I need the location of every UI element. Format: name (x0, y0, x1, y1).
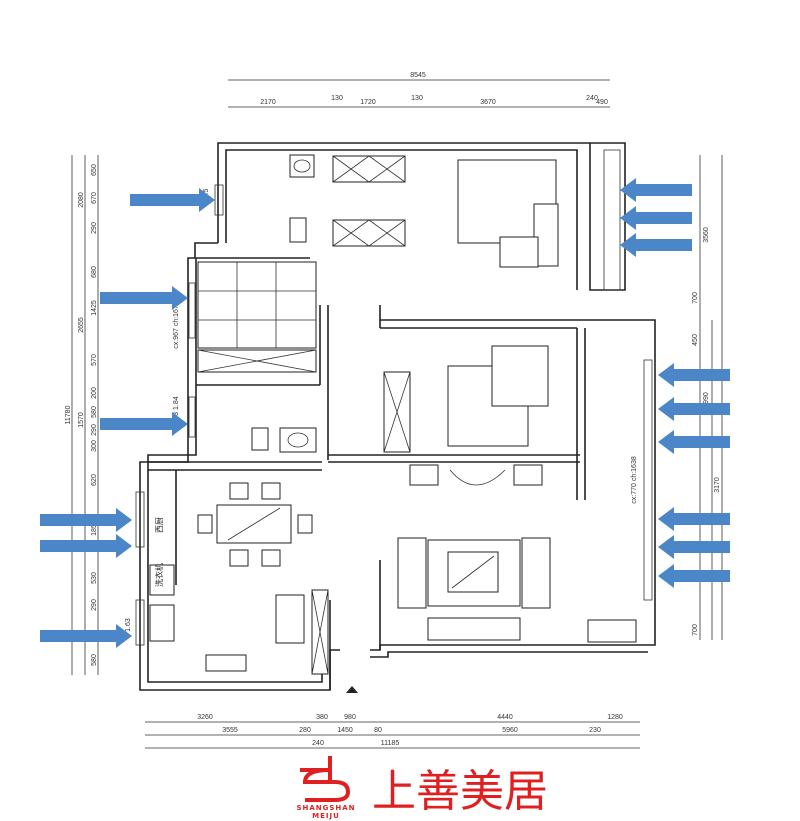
daylight-arrow-icon (620, 178, 692, 202)
dimension-label: 2080 (78, 192, 85, 208)
dimension-label: 2655 (78, 317, 85, 333)
dimension-lines (71, 79, 723, 749)
dimension-label: 300 (91, 440, 98, 452)
daylight-arrow-icon (40, 508, 132, 532)
dimension-label: 570 (91, 354, 98, 366)
dimension-label: 80 (374, 727, 382, 734)
dimension-label: 2170 (260, 99, 276, 106)
dimension-label: 3555 (222, 727, 238, 734)
dimension-label: 450 (692, 334, 699, 346)
walls (139, 142, 656, 691)
daylight-arrow-icon (658, 430, 730, 454)
daylight-arrow-icon (100, 412, 188, 436)
dimension-label: 8545 (410, 72, 426, 79)
dimension-label: 700 (692, 292, 699, 304)
logo-name-en-line2: MEIJU (312, 812, 340, 820)
dimension-label: 490 (596, 99, 608, 106)
dimension-label: 530 (91, 572, 98, 584)
daylight-arrow-icon (100, 286, 188, 310)
room-label-washer: 洗衣机 (154, 563, 164, 587)
dimension-label: 1425 (91, 300, 98, 316)
dimension-label: 650 (91, 164, 98, 176)
dimension-label: 2990 (703, 392, 710, 408)
dimension-label: 3260 (197, 714, 213, 721)
dimension-label: 5960 (502, 727, 518, 734)
dimension-label: 980 (344, 714, 356, 721)
dimension-label: 11780 (65, 405, 72, 424)
dimension-label: 290 (91, 424, 98, 436)
daylight-arrows (40, 178, 730, 648)
daylight-arrow-icon (658, 564, 730, 588)
daylight-arrow-icon (40, 624, 132, 648)
dimension-label: 580 (91, 654, 98, 666)
dimension-label: 290 (91, 222, 98, 234)
dimension-label: 240 (312, 740, 324, 747)
daylight-arrow-icon (658, 507, 730, 531)
dimension-label: 130 (331, 95, 343, 102)
dimension-label: 290 (91, 599, 98, 611)
dimension-label: 380 (316, 714, 328, 721)
daylight-arrow-icon (130, 188, 215, 212)
dimension-label: 1720 (360, 99, 376, 106)
dimension-label: 240 (586, 95, 598, 102)
dimension-label: 1280 (607, 714, 623, 721)
window-label: 583 1.84 (173, 396, 180, 423)
dimension-label: 11185 (381, 740, 400, 747)
dimension-label: 1570 (78, 412, 85, 428)
dimension-label: 670 (91, 192, 98, 204)
dimension-label: 700 (692, 624, 699, 636)
logo: 上善美居 SHANGSHAN MEIJU (296, 756, 548, 820)
logo-mark (300, 756, 351, 802)
daylight-arrow-icon (40, 534, 132, 558)
dimension-label: 200 (91, 387, 98, 399)
window-label: cx:967 ch:1678 (173, 301, 180, 349)
dimension-label: 3670 (480, 99, 496, 106)
dimension-label: 230 (589, 727, 601, 734)
daylight-arrow-icon (620, 206, 692, 230)
window-label: cx:770 ch:1638 (631, 456, 638, 504)
daylight-arrow-icon (620, 233, 692, 257)
room-label-west-kitchen: 西厨 (155, 517, 164, 533)
logo-name-en: SHANGSHAN (296, 804, 355, 812)
dimension-label: 3560 (703, 227, 710, 243)
dimension-label: 3170 (714, 477, 721, 493)
windows (135, 149, 653, 646)
dimension-label: 620 (91, 474, 98, 486)
daylight-arrow-icon (658, 363, 730, 387)
dimension-label: 580 (91, 406, 98, 418)
daylight-arrow-icon (658, 535, 730, 559)
furniture (149, 154, 637, 693)
window-label: 1.63 (125, 618, 132, 632)
dimension-label: 4440 (497, 714, 513, 721)
daylight-arrow-icon (658, 397, 730, 421)
dimension-label: 1450 (337, 727, 353, 734)
logo-name-cn: 上善美居 (372, 766, 548, 817)
dimension-label: 185 (91, 524, 98, 536)
dimension-label: 130 (411, 95, 423, 102)
dimension-label: 280 (299, 727, 311, 734)
dimension-label: 680 (91, 266, 98, 278)
